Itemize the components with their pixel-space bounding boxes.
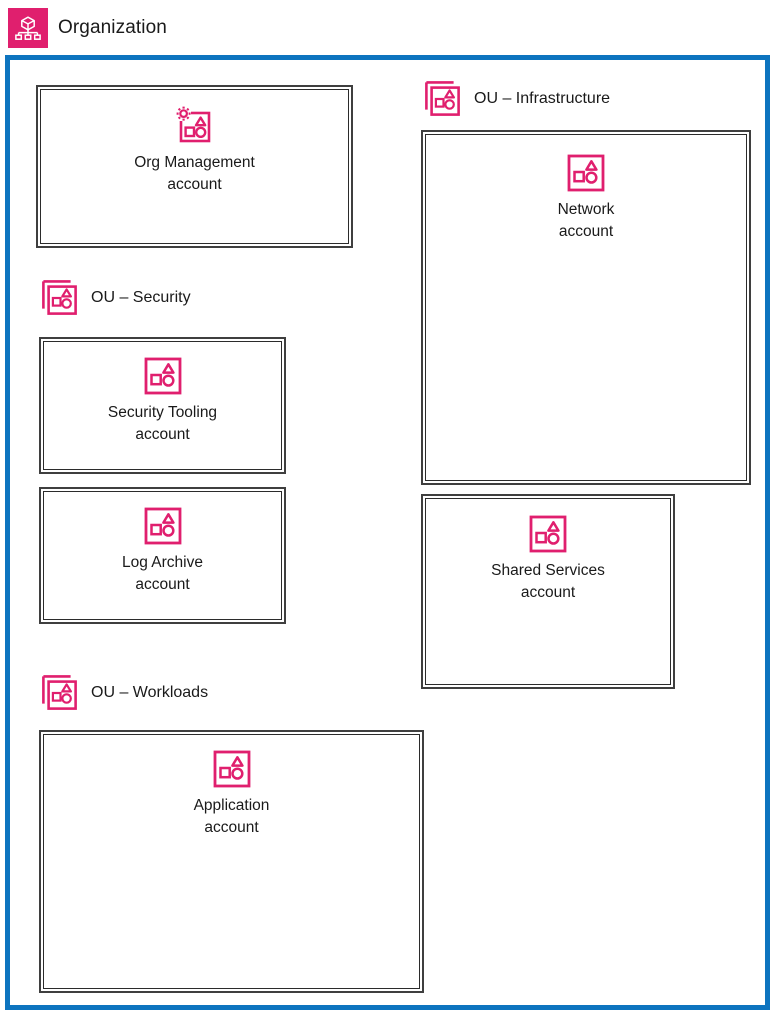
account-label-network: Network account xyxy=(557,201,615,241)
account-icon xyxy=(424,151,748,195)
account-label-log-archive: Log Archive account xyxy=(122,554,203,594)
account-label-shared-services: Shared Services account xyxy=(491,562,605,602)
organization-icon xyxy=(8,8,48,48)
account-icon xyxy=(42,747,421,791)
ou-icon xyxy=(423,79,463,119)
ou-label-infrastructure: OU – Infrastructure xyxy=(474,90,611,107)
organization-frame: Org Management account OU – Security xyxy=(5,55,770,1010)
ou-heading-workloads[interactable]: OU – Workloads xyxy=(40,673,208,713)
account-box-log-archive[interactable]: Log Archive account xyxy=(39,487,286,624)
management-account-icon xyxy=(39,102,350,148)
account-icon xyxy=(42,354,283,398)
ou-heading-infrastructure[interactable]: OU – Infrastructure xyxy=(423,79,610,119)
organization-header: Organization xyxy=(8,8,167,48)
account-box-shared-services[interactable]: Shared Services account xyxy=(421,494,675,689)
ou-icon xyxy=(40,278,80,318)
page-title: Organization xyxy=(58,17,167,38)
ou-heading-security[interactable]: OU – Security xyxy=(40,278,191,318)
account-box-network[interactable]: Network account xyxy=(421,130,751,485)
account-icon xyxy=(424,512,672,556)
account-box-application[interactable]: Application account xyxy=(39,730,424,993)
account-label-application: Application account xyxy=(193,797,270,837)
ou-label-security: OU – Security xyxy=(91,289,191,306)
ou-icon xyxy=(40,673,80,713)
account-box-security-tooling[interactable]: Security Tooling account xyxy=(39,337,286,474)
account-label-org-management: Org Management account xyxy=(134,154,255,194)
ou-label-workloads: OU – Workloads xyxy=(91,684,209,701)
account-icon xyxy=(42,504,283,548)
account-box-org-management[interactable]: Org Management account xyxy=(36,85,353,248)
account-label-security-tooling: Security Tooling account xyxy=(107,404,218,444)
